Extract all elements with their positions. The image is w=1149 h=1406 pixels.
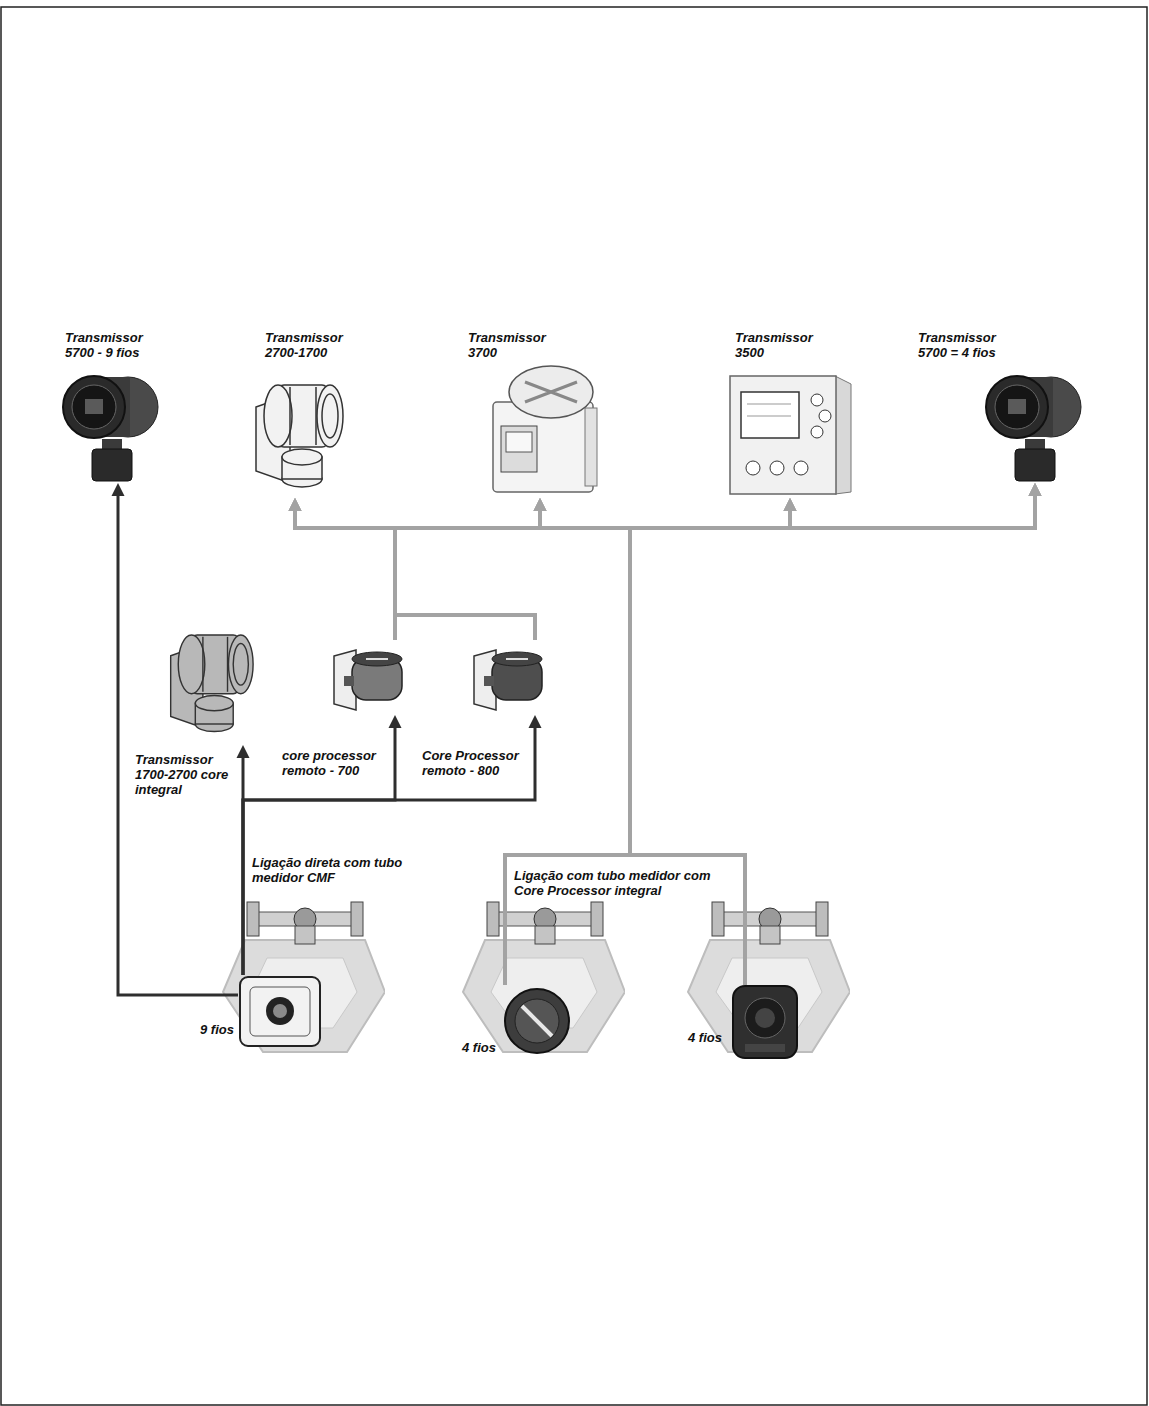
connector: [395, 498, 797, 640]
connector: [505, 498, 630, 985]
arrow-head: [1029, 483, 1042, 496]
transmitter-3700: [493, 366, 597, 492]
arrow-head: [1029, 483, 1042, 496]
arrow-head: [289, 498, 302, 511]
device-label: Ligação com tubo medidor com Core Proces…: [514, 868, 736, 898]
connector: [289, 498, 746, 985]
arrow-head: [289, 498, 302, 511]
core-processor: [474, 650, 542, 710]
connector-line: [243, 728, 395, 975]
connector: [395, 483, 1042, 640]
flow-sensor: [463, 902, 625, 1052]
connector: [289, 498, 631, 985]
connector-line: [630, 511, 790, 985]
device-node: core processor remoto - 700: [330, 640, 405, 715]
arrow-head: [237, 745, 250, 758]
arrow-head: [389, 715, 402, 728]
device-node: Core Processor remoto - 800: [470, 640, 545, 715]
arrow-head: [534, 498, 547, 511]
device-label: 4 fios: [688, 1030, 722, 1045]
transmitter-integral: [171, 635, 253, 732]
connector: [289, 498, 536, 640]
connector-line: [395, 511, 540, 640]
integral-transmitter-head: [733, 986, 797, 1058]
connector-line: [243, 728, 535, 975]
connector-line: [295, 511, 395, 640]
connector: [505, 483, 1042, 985]
device-label: Transmissor 5700 = 4 fios: [918, 330, 1028, 360]
core-processor: [334, 650, 402, 710]
transmitter-5700: [986, 376, 1081, 481]
arrow-head: [289, 498, 302, 511]
connector: [395, 498, 547, 640]
transmitter-5700: [63, 376, 158, 481]
arrow-head: [112, 483, 125, 496]
device-label: Core Processor remoto - 800: [422, 748, 530, 778]
device-node: Ligação direta com tubo medidor CMF9 fio…: [238, 975, 322, 1048]
device-label: core processor remoto - 700: [282, 748, 390, 778]
arrow-head: [529, 715, 542, 728]
connector-line: [395, 496, 1035, 640]
connector: [395, 483, 1042, 640]
connector-line: [395, 511, 540, 640]
connector-line: [395, 511, 790, 640]
connector: [395, 498, 797, 640]
connector: [534, 498, 746, 985]
device-label: Transmissor 2700-1700: [265, 330, 365, 360]
connector-line: [630, 496, 1035, 985]
flow-sensor: [223, 902, 385, 1052]
device-node: Transmissor 3500: [725, 370, 855, 498]
device-node: Transmissor 2700-1700: [250, 365, 345, 498]
transmitter-3500: [730, 376, 851, 494]
device-label: Transmissor 5700 - 9 fios: [65, 330, 165, 360]
device-label: 4 fios: [462, 1040, 496, 1055]
connector: [630, 498, 797, 985]
connector-line: [540, 511, 745, 985]
arrow-head: [534, 498, 547, 511]
arrow-head: [534, 498, 547, 511]
transmitter-2700: [256, 385, 343, 487]
connector-line: [505, 496, 1035, 985]
arrow-head: [784, 498, 797, 511]
device-node: Transmissor 5700 - 9 fios: [65, 365, 160, 483]
flow-sensor: [688, 902, 850, 1052]
junction-box: [240, 977, 320, 1046]
arrow-head: [784, 498, 797, 511]
device-node: Ligação com tubo medidor com Core Proces…: [505, 985, 570, 1058]
connector-line: [395, 496, 1035, 640]
connector: [243, 715, 402, 975]
connector: [630, 483, 1042, 985]
device-node: Transmissor 1700-2700 core integral: [165, 620, 255, 745]
arrow-head: [1029, 483, 1042, 496]
connector: [289, 498, 396, 640]
connector: [395, 498, 547, 640]
device-node: 4 fios: [732, 985, 798, 1060]
device-label: Ligação direta com tubo medidor CMF: [252, 855, 437, 885]
device-node: Transmissor 5700 = 4 fios: [985, 365, 1085, 483]
arrow-head: [289, 498, 302, 511]
connector-line: [295, 511, 535, 640]
integral-core-head: [505, 989, 569, 1053]
connector: [505, 498, 797, 985]
connector-line: [395, 511, 790, 640]
connector-line: [505, 511, 790, 985]
connector-line: [118, 496, 238, 995]
device-label: Transmissor 3500: [735, 330, 835, 360]
device-label: Transmissor 1700-2700 core integral: [135, 752, 233, 797]
device-label: Transmissor 3700: [468, 330, 568, 360]
arrow-head: [784, 498, 797, 511]
page-frame: [1, 7, 1147, 1405]
connector: [243, 715, 542, 975]
arrow-head: [534, 498, 547, 511]
arrow-head: [1029, 483, 1042, 496]
device-node: Transmissor 3700: [485, 360, 600, 498]
arrow-head: [784, 498, 797, 511]
device-label: 9 fios: [200, 1022, 234, 1037]
connector-line: [505, 511, 630, 985]
connector: [112, 483, 239, 995]
